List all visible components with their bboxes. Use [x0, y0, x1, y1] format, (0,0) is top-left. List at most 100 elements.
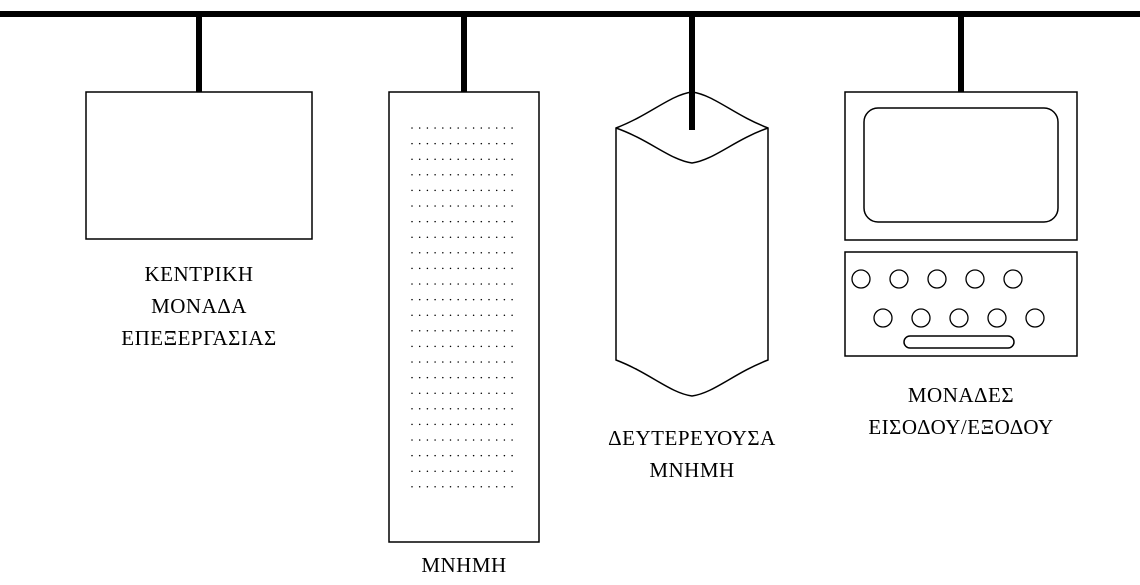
memory-cell-dot — [465, 486, 467, 488]
memory-cell-dot — [449, 392, 452, 394]
memory-cell-dot — [480, 470, 483, 472]
memory-cell-dot — [511, 283, 513, 285]
memory-cell-dot — [457, 189, 459, 192]
memory-cell-dot — [511, 127, 513, 129]
memory-cell-dot — [457, 158, 459, 160]
memory-cell-dot — [480, 408, 483, 410]
keypad-slot — [903, 335, 1015, 349]
cpu-label-line-3: ΕΠΕΞΕΡΓΑΣΙΑΣ — [121, 326, 277, 350]
memory-cell-dot — [503, 423, 506, 426]
memory-cell-dot — [457, 220, 459, 223]
memory-cell-dot — [503, 205, 506, 207]
memory-cell-dot — [418, 361, 421, 363]
memory-cell-dot — [495, 298, 498, 301]
memory-cell-dot — [488, 127, 490, 129]
memory-cell-dot — [418, 142, 421, 145]
memory-cell-dot — [480, 486, 483, 488]
memory-cell-dot — [480, 142, 483, 145]
memory-cell-dot — [495, 127, 498, 129]
memory-cell-dot — [465, 236, 467, 238]
memory-cell-dot — [495, 470, 498, 472]
secondary-storage-label: ΔΕΥΤΕΡΕΥΟΥΣΑ ΜΝΗΜΗ — [582, 422, 802, 486]
memory-cell-dot — [426, 486, 429, 488]
memory-box — [388, 91, 540, 543]
memory-cell-dot — [457, 298, 459, 301]
memory-cell-dot — [472, 314, 475, 316]
memory-cell-dot — [480, 267, 483, 270]
memory-cell-dot — [418, 267, 421, 270]
keypad-button — [1025, 308, 1045, 328]
memory-cell-dot — [411, 189, 413, 192]
memory-cell-dot — [488, 142, 490, 145]
memory-cell-dot — [488, 158, 490, 160]
keypad-button — [889, 269, 909, 289]
memory-cell-dot — [472, 127, 475, 129]
memory-cell-dot — [442, 486, 444, 488]
memory-cell-dot — [449, 142, 452, 145]
memory-cell-dot — [411, 345, 413, 348]
memory-cell-dot — [411, 205, 413, 207]
memory-cell-dot — [426, 220, 429, 223]
memory-cell-dot — [411, 283, 413, 285]
memory-cell-dot — [511, 454, 513, 457]
memory-cell-dot — [472, 142, 475, 145]
memory-cell-dot — [457, 252, 459, 254]
memory-cell-dot — [442, 283, 444, 285]
memory-cell-dot — [511, 236, 513, 238]
memory-cell-dot — [411, 330, 413, 332]
memory-cell-dot — [418, 127, 421, 129]
keypad-box — [844, 251, 1078, 357]
memory-cell-dot — [457, 330, 459, 332]
memory-cell-dot — [503, 361, 506, 363]
memory-cell-dot — [488, 314, 490, 316]
memory-cell-dot — [434, 252, 436, 254]
memory-cell-dot — [426, 189, 429, 192]
memory-cell-dot — [495, 454, 498, 457]
memory-cell-dot — [472, 267, 475, 270]
memory-cell-dot — [472, 298, 475, 301]
memory-cell-dot — [457, 486, 459, 488]
memory-cell-dot — [465, 283, 467, 285]
memory-cell-dot — [472, 158, 475, 160]
monitor-screen — [863, 107, 1059, 223]
memory-cell-dot — [418, 439, 421, 441]
memory-cell-dot — [449, 376, 452, 379]
memory-cell-dot — [418, 392, 421, 394]
memory-cell-dot — [411, 454, 413, 457]
keypad-button — [873, 308, 893, 328]
memory-cell-dot — [418, 423, 421, 426]
memory-cell-dot — [511, 376, 513, 379]
memory-cell-dot — [411, 314, 413, 316]
memory-cell-dot — [488, 298, 490, 301]
memory-cell-dot — [449, 298, 452, 301]
memory-cell-dot — [472, 376, 475, 379]
memory-cell-dot — [434, 314, 436, 316]
memory-cell-dot — [442, 392, 444, 394]
memory-cell-dot — [411, 267, 413, 270]
memory-cell-dot — [418, 252, 421, 254]
keypad-button — [1003, 269, 1023, 289]
memory-cell-dot — [472, 408, 475, 410]
cpu-label: ΚΕΝΤΡΙΚΗ ΜΟΝΑΔΑ ΕΠΕΞΕΡΓΑΣΙΑΣ — [99, 258, 299, 354]
memory-cell-dot — [442, 158, 444, 160]
memory-cell-dot — [442, 142, 444, 145]
memory-cell-dot — [434, 439, 436, 441]
memory-cell-dot — [442, 189, 444, 192]
memory-cell-dot — [426, 345, 429, 348]
memory-cell-dot — [511, 330, 513, 332]
memory-cell-dot — [465, 392, 467, 394]
memory-cell-dot — [442, 330, 444, 332]
memory-cell-dot — [465, 314, 467, 316]
memory-cell-dot — [465, 220, 467, 223]
memory-cell-dot — [449, 220, 452, 223]
memory-cell-dot — [411, 127, 413, 129]
memory-cell-dot — [434, 205, 436, 207]
memory-cell-dot — [418, 220, 421, 223]
memory-cell-dot — [511, 439, 513, 441]
memory-cell-dot — [503, 283, 506, 285]
keypad-buttons — [851, 269, 1045, 328]
memory-cell-dot — [434, 345, 436, 348]
memory-cell-dot — [457, 142, 459, 145]
memory-cell-dot — [511, 314, 513, 316]
memory-cell-dot — [457, 127, 459, 129]
